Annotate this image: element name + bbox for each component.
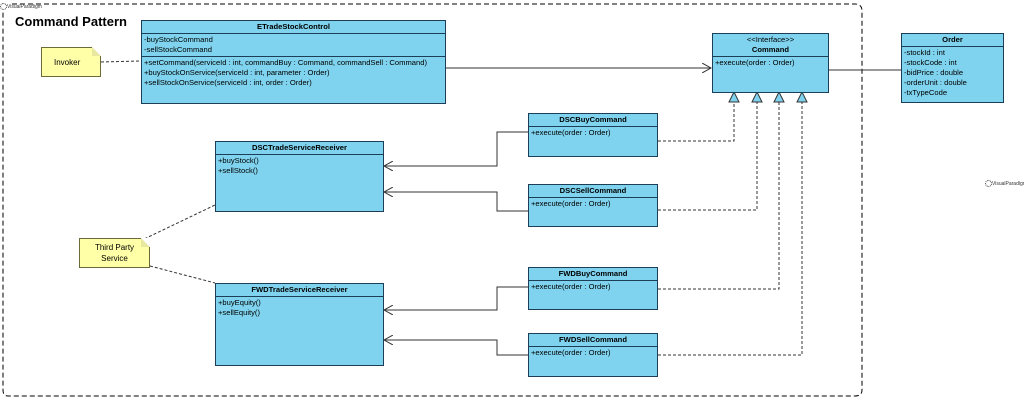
class-fwd-trade-service-receiver[interactable]: FWDTradeServiceReceiver +buyEquity() +se… — [215, 283, 384, 366]
operation: +sellStockOnService(serviceId : int, ord… — [144, 78, 312, 87]
interface-command[interactable]: <<Interface>> Command +execute(order : O… — [712, 33, 829, 93]
gear-icon — [985, 180, 992, 187]
class-dsc-sell-command[interactable]: DSCSellCommand +execute(order : Order) — [528, 184, 658, 227]
class-name: <<Interface>> Command — [713, 34, 828, 57]
class-fwd-sell-command[interactable]: FWDSellCommand +execute(order : Order) — [528, 333, 658, 377]
operations-section: +execute(order : Order) — [529, 347, 657, 359]
third-party-link-fwd — [149, 265, 216, 284]
operation: +execute(order : Order) — [531, 282, 611, 291]
note-third-party-service[interactable]: Third Party Service — [79, 238, 150, 268]
operation: +execute(order : Order) — [531, 348, 611, 357]
fwd-buy-to-receiver — [384, 286, 528, 310]
operation: +buyEquity() — [218, 298, 261, 307]
realization-arrowhead — [773, 90, 785, 103]
class-fwd-buy-command[interactable]: FWDBuyCommand +execute(order : Order) — [528, 267, 658, 310]
stereotype: <<Interface>> — [746, 35, 795, 44]
watermark-text: VisualParadigm — [7, 3, 42, 10]
watermark-logo-right: VisualParadigm — [985, 180, 1024, 187]
operation: +sellStock() — [218, 166, 258, 175]
realization-dsc-buy — [658, 102, 735, 142]
realization-fwd-sell — [658, 102, 803, 356]
attributes-section: -buyStockCommand -sellStockCommand — [142, 34, 445, 57]
note-text: Invoker — [54, 57, 81, 67]
dsc-sell-to-receiver — [384, 192, 528, 212]
operations-section: +execute(order : Order) — [529, 198, 657, 210]
realization-dsc-sell — [658, 102, 758, 211]
operations-section: +execute(order : Order) — [529, 127, 657, 139]
class-name: Order — [902, 34, 1003, 47]
operation: +buyStock() — [218, 156, 259, 165]
third-party-link-dsc — [139, 204, 216, 242]
note-invoker[interactable]: Invoker — [41, 47, 101, 77]
operation: +execute(order : Order) — [531, 128, 611, 137]
operation: +sellEquity() — [218, 308, 260, 317]
class-name: DSCSellCommand — [529, 185, 657, 198]
fwd-sell-to-receiver — [384, 340, 528, 356]
realization-arrowhead — [728, 90, 740, 103]
attribute: -stockCode : int — [904, 58, 957, 67]
operations-section: +execute(order : Order) — [713, 57, 828, 69]
class-name: FWDSellCommand — [529, 334, 657, 347]
attribute: -sellStockCommand — [144, 45, 212, 54]
realization-arrowhead — [751, 90, 763, 103]
class-dsc-buy-command[interactable]: DSCBuyCommand +execute(order : Order) — [528, 113, 658, 157]
class-name: DSCTradeServiceReceiver — [216, 142, 383, 155]
dsc-buy-to-receiver — [384, 131, 528, 166]
attribute: -txTypeCode — [904, 88, 948, 97]
realization-arrowhead — [796, 90, 808, 103]
watermark-text: VisualParadigm — [992, 180, 1024, 187]
attributes-section: -stockId : int -stockCode : int -bidPric… — [902, 47, 1003, 99]
attribute: -bidPrice : double — [904, 68, 964, 77]
operation: +setCommand(serviceId : int, commandBuy … — [144, 58, 427, 67]
operations-section: +execute(order : Order) — [529, 281, 657, 293]
class-name: FWDTradeServiceReceiver — [216, 284, 383, 297]
class-name: ETradeStockControl — [142, 21, 445, 34]
operations-section: +buyStock() +sellStock() — [216, 155, 383, 177]
note-text-line1: Third Party — [94, 243, 135, 252]
gear-icon — [0, 3, 7, 10]
class-name: FWDBuyCommand — [529, 268, 657, 281]
operation: +execute(order : Order) — [531, 199, 611, 208]
diagram-title: Command Pattern — [15, 14, 127, 29]
attribute: -orderUnit : double — [904, 78, 967, 87]
operations-section: +setCommand(serviceId : int, commandBuy … — [142, 57, 445, 89]
realization-fwd-buy — [658, 102, 780, 290]
package-frame — [2, 3, 863, 397]
operations-section: +buyEquity() +sellEquity() — [216, 297, 383, 319]
class-order[interactable]: Order -stockId : int -stockCode : int -b… — [901, 33, 1004, 103]
operation: +buyStockOnService(serviceId : int, para… — [144, 68, 330, 77]
invoker-note-link — [100, 60, 142, 63]
watermark-logo: VisualParadigm — [0, 3, 42, 10]
attribute: -stockId : int — [904, 48, 945, 57]
note-text-line2: Service — [101, 254, 128, 263]
class-dsc-trade-service-receiver[interactable]: DSCTradeServiceReceiver +buyStock() +sel… — [215, 141, 384, 212]
interface-name: Command — [751, 45, 790, 54]
operation: +execute(order : Order) — [715, 58, 795, 67]
class-etrade-stock-control[interactable]: ETradeStockControl -buyStockCommand -sel… — [141, 20, 446, 104]
class-name: DSCBuyCommand — [529, 114, 657, 127]
attribute: -buyStockCommand — [144, 35, 213, 44]
